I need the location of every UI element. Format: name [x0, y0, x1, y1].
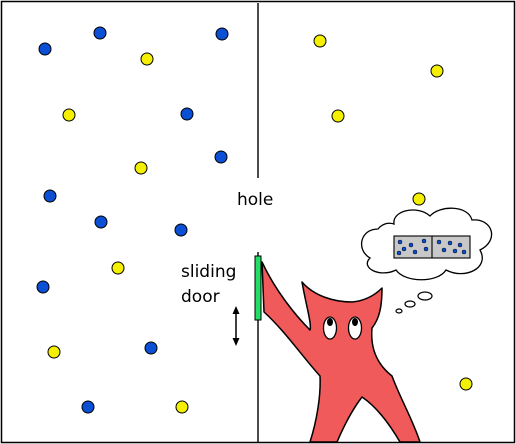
sliding-door-label-line2: door [181, 287, 220, 307]
thought-molecule [408, 242, 414, 248]
thought-molecule [412, 249, 418, 255]
slow-molecule [180, 107, 194, 121]
thought-molecule [441, 247, 447, 253]
thought-molecules [396, 238, 467, 256]
slow-molecule [43, 189, 57, 203]
fast-molecule [412, 192, 426, 206]
hole-label: hole [237, 190, 274, 210]
thought-molecule [461, 249, 467, 255]
slow-molecule [144, 341, 158, 355]
demon [261, 261, 421, 443]
slow-molecule [81, 400, 95, 414]
fast-molecule [331, 109, 345, 123]
demon-right-eye [347, 316, 363, 340]
thought-molecule [396, 250, 402, 256]
fast-molecule [62, 108, 76, 122]
fast-molecule [459, 377, 473, 391]
fast-molecule [313, 34, 327, 48]
fast-molecule [47, 345, 61, 359]
fast-molecule [175, 400, 189, 414]
slow-molecule [174, 223, 188, 237]
demon-left-eye [322, 316, 338, 340]
slow-molecule [38, 42, 52, 56]
slow-molecule [214, 150, 228, 164]
thought-molecule [397, 239, 403, 245]
fast-molecule [430, 64, 444, 78]
slow-molecule [215, 27, 229, 41]
thought-molecule [452, 248, 458, 254]
slow-molecule [93, 26, 107, 40]
slow-molecule [94, 215, 108, 229]
thought-box-icon [393, 235, 471, 259]
molecules-group [36, 26, 473, 414]
thought-molecule [423, 246, 429, 252]
thought-molecule [401, 246, 407, 252]
fast-molecule [140, 52, 154, 66]
sliding-door-label-line1: sliding [181, 262, 237, 282]
fast-molecule [111, 261, 125, 275]
thought-molecule [447, 240, 453, 246]
thought-molecule [457, 242, 463, 248]
sliding-door [254, 255, 262, 321]
thought-molecule [421, 238, 427, 244]
fast-molecule [134, 161, 148, 175]
slow-molecule [36, 280, 50, 294]
double-arrow-icon [232, 306, 240, 346]
thought-trail [395, 291, 433, 314]
thought-molecule [436, 239, 442, 245]
